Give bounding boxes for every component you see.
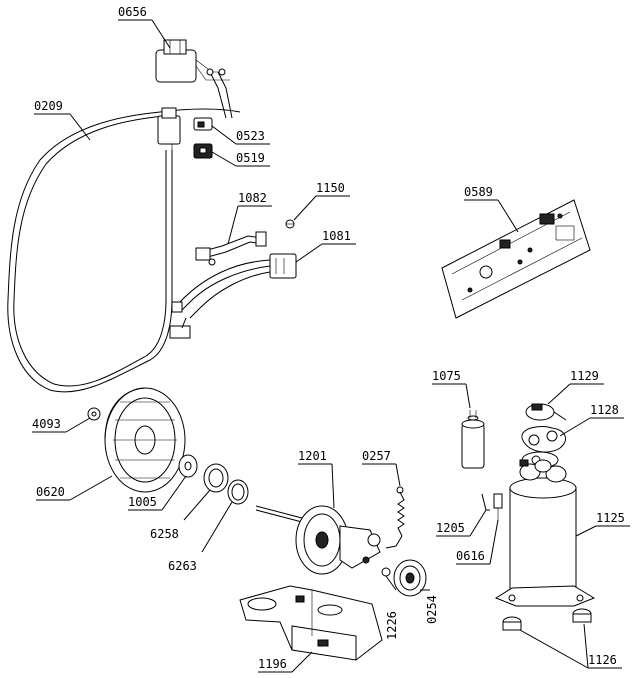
label-0523: 0523 <box>211 125 270 145</box>
part-1205-clip[interactable] <box>481 493 490 511</box>
part-1126-feet[interactable] <box>502 608 592 631</box>
label-0620-text: 0620 <box>36 485 65 499</box>
part-0656-filter[interactable] <box>155 39 233 119</box>
part-1201-motor[interactable] <box>255 505 381 575</box>
label-1005-text: 1005 <box>128 495 157 509</box>
part-1196-bracket[interactable] <box>239 585 383 661</box>
label-1196: 1196 <box>258 651 313 673</box>
label-0519-text: 0519 <box>236 151 265 165</box>
label-6263: 6263 <box>168 501 233 573</box>
label-4093: 4093 <box>32 417 91 433</box>
label-1126-text: 1126 <box>588 653 617 667</box>
part-0523-connector[interactable] <box>193 117 213 131</box>
label-0254: 0254 <box>420 589 439 624</box>
label-0209: 0209 <box>34 99 91 141</box>
label-0254-text: 0254 <box>425 595 439 624</box>
label-1129-text: 1129 <box>570 369 599 383</box>
part-0209-wire-harness[interactable] <box>7 107 241 393</box>
label-1201-text: 1201 <box>298 449 327 463</box>
label-1150: 1150 <box>293 181 350 221</box>
part-6263-ring[interactable] <box>227 479 249 505</box>
label-0616-text: 0616 <box>456 549 485 563</box>
label-1082-text: 1082 <box>238 191 267 205</box>
label-0589-text: 0589 <box>464 185 493 199</box>
part-0616-sensor[interactable] <box>493 493 503 520</box>
label-0519: 0519 <box>211 151 270 167</box>
label-0620: 0620 <box>36 475 113 501</box>
label-0656: 0656 <box>118 5 171 49</box>
label-4093-text: 4093 <box>32 417 61 431</box>
label-0257-text: 0257 <box>362 449 391 463</box>
part-0519-connector[interactable] <box>193 143 213 159</box>
label-1125-text: 1125 <box>596 511 625 525</box>
part-0257-spring[interactable] <box>385 486 405 549</box>
label-0257: 0257 <box>362 449 401 487</box>
part-0589-pcb[interactable] <box>441 199 591 319</box>
label-1075: 1075 <box>432 369 471 409</box>
label-1150-text: 1150 <box>316 181 345 195</box>
part-1226-washer[interactable] <box>381 567 391 577</box>
label-1128: 1128 <box>559 403 624 437</box>
label-1075-text: 1075 <box>432 369 461 383</box>
label-0209-text: 0209 <box>34 99 63 113</box>
label-1196-text: 1196 <box>258 657 287 671</box>
part-1125-motor[interactable] <box>494 459 596 607</box>
label-1005: 1005 <box>128 475 187 511</box>
label-1226-text: 1226 <box>385 611 399 640</box>
label-1125: 1125 <box>575 511 630 537</box>
label-1201: 1201 <box>298 449 335 509</box>
label-1082: 1082 <box>227 191 272 245</box>
label-1128-text: 1128 <box>590 403 619 417</box>
part-4093-nut[interactable] <box>87 407 101 421</box>
part-1005-washer[interactable] <box>178 454 198 478</box>
label-0523-text: 0523 <box>236 129 265 143</box>
label-1081: 1081 <box>295 229 356 263</box>
label-0656-text: 0656 <box>118 5 147 19</box>
label-1126: 1126 <box>519 623 622 669</box>
label-6258: 6258 <box>150 489 211 541</box>
label-0616: 0616 <box>456 519 499 565</box>
label-1081-text: 1081 <box>322 229 351 243</box>
part-1082-cable[interactable] <box>195 231 267 266</box>
label-6258-text: 6258 <box>150 527 179 541</box>
label-1205-text: 1205 <box>436 521 465 535</box>
part-1150-screw[interactable] <box>285 219 295 229</box>
part-1081-harness[interactable] <box>169 253 297 339</box>
part-0254-pulley[interactable] <box>393 559 427 597</box>
label-6263-text: 6263 <box>168 559 197 573</box>
label-1129: 1129 <box>547 369 604 405</box>
label-0589: 0589 <box>464 185 519 233</box>
label-1205: 1205 <box>436 509 487 537</box>
part-0620-blower-wheel[interactable] <box>104 387 186 493</box>
part-6258-bearing[interactable] <box>203 463 229 493</box>
part-1075-capacitor[interactable] <box>461 410 485 469</box>
part-1129-thermostat[interactable] <box>525 403 567 421</box>
label-1226: 1226 <box>385 575 399 640</box>
